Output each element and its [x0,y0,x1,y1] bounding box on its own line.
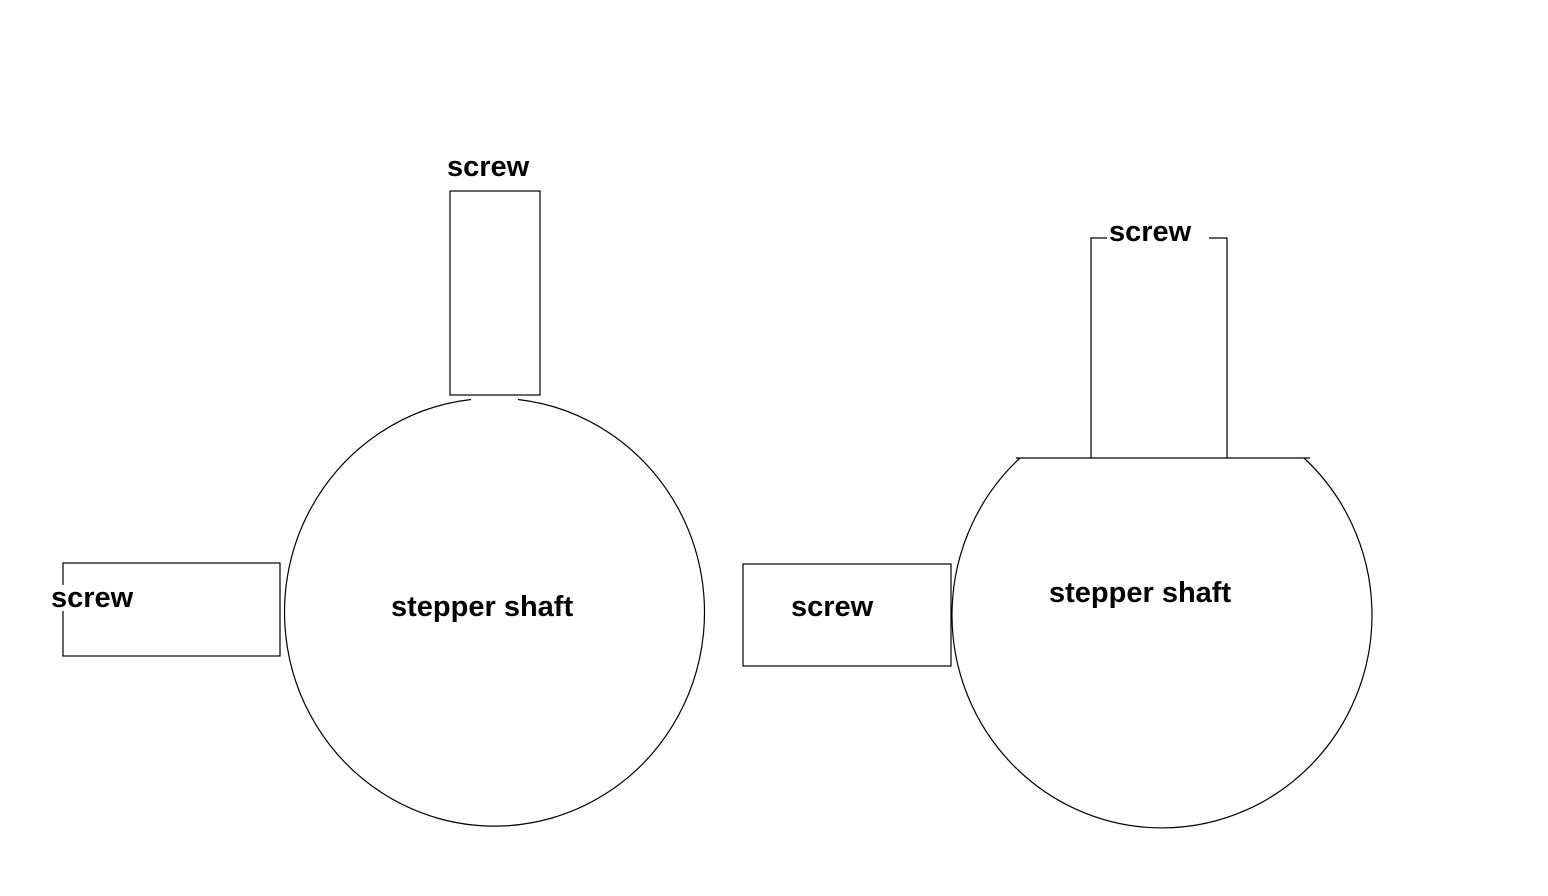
right-side-screw-rect [742,563,952,667]
right-shaft-label: stepper shaft [1049,577,1231,609]
left-side-screw-label: screw [51,582,134,614]
left-stepper-shaft-circle [283,398,706,827]
right-top-screw-label: screw [1109,216,1192,248]
left-top-screw-rect [449,190,541,396]
label-background [52,585,142,611]
left-shaft-label: stepper shaft [391,591,573,623]
right-diagram: screw screw stepper shaft [742,216,1373,829]
left-diagram: screw screw stepper shaft [51,151,706,827]
right-side-screw-label: screw [791,591,874,623]
right-top-screw-rect [1090,237,1228,458]
left-top-screw-label: screw [447,151,530,183]
right-stepper-shaft-flatted-circle [951,457,1373,829]
